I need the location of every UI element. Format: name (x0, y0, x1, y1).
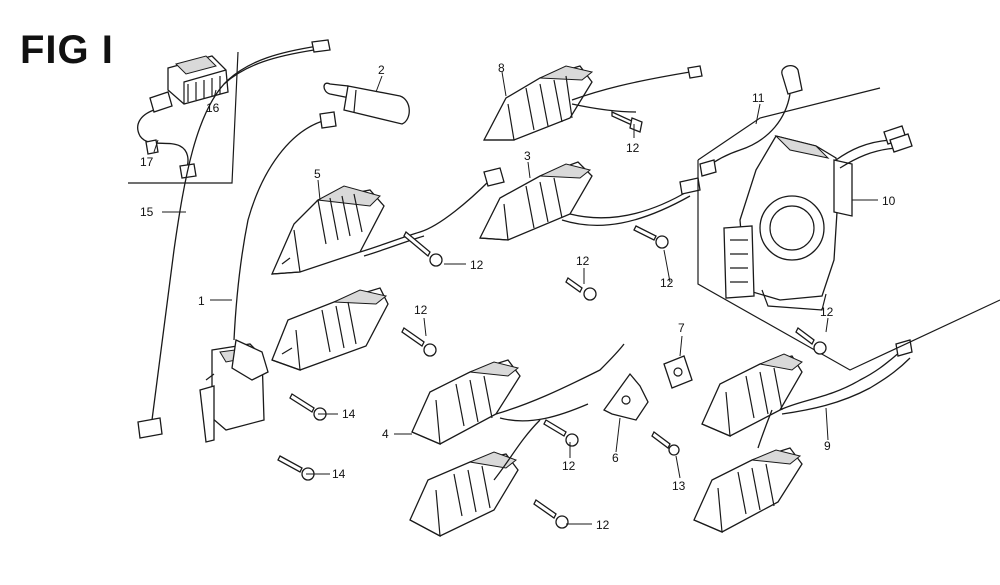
regulator-icon (149, 55, 229, 113)
callout-1: 1 (198, 294, 205, 308)
callout-14: 14 (342, 407, 356, 421)
charge-coil-9-icon (693, 339, 913, 533)
callout-12: 12 (820, 305, 834, 319)
regulator-lead-icon (137, 109, 197, 179)
bolt-13-icon (651, 431, 680, 456)
callout-3: 3 (524, 149, 531, 163)
callout-7: 7 (678, 321, 685, 335)
ground-wire-icon (137, 39, 331, 439)
callout-13: 13 (672, 479, 686, 493)
callout-16: 16 (206, 101, 220, 115)
callout-15: 15 (140, 205, 154, 219)
callout-5: 5 (314, 167, 321, 181)
charge-coil-lower-left-icon (271, 287, 389, 371)
charge-coil-4-icon (411, 343, 625, 445)
leader-lines (153, 71, 878, 525)
regulator-inset-frame (128, 51, 239, 184)
callout-4: 4 (382, 427, 389, 441)
ignition-coil-icon (199, 111, 337, 443)
charge-coil-5-icon (270, 167, 505, 275)
callout-12: 12 (626, 141, 640, 155)
bracket-icon (603, 372, 649, 421)
screw-14-icon (277, 393, 327, 481)
callout-9: 9 (824, 439, 831, 453)
callout-6: 6 (612, 451, 619, 465)
spark-plug-cap-icon (323, 82, 410, 125)
callout-2: 2 (378, 63, 385, 77)
callout-14: 14 (332, 467, 346, 481)
charge-coil-8-icon (482, 65, 703, 141)
stator-icon (723, 125, 913, 311)
callout-10: 10 (882, 194, 896, 208)
callout-12: 12 (562, 459, 576, 473)
stator-frame (697, 87, 1000, 371)
callout-8: 8 (498, 61, 505, 75)
charge-coil-3-icon (478, 161, 701, 241)
callout-17: 17 (140, 155, 154, 169)
clamp-icon (663, 355, 693, 389)
wire-harness-icon (699, 64, 803, 177)
charge-coil-lower-middle-icon (409, 419, 541, 538)
callout-12: 12 (470, 258, 484, 272)
callout-12: 12 (660, 276, 674, 290)
callout-labels: 1 2 3 4 5 6 7 8 9 10 11 12 12 12 12 12 1… (140, 61, 896, 532)
callout-12: 12 (414, 303, 428, 317)
callout-12: 12 (596, 518, 610, 532)
callout-11: 11 (752, 91, 765, 105)
callout-12: 12 (576, 254, 590, 268)
flange-bolt-icon (401, 110, 827, 529)
figure-title: FIG I (20, 28, 114, 72)
